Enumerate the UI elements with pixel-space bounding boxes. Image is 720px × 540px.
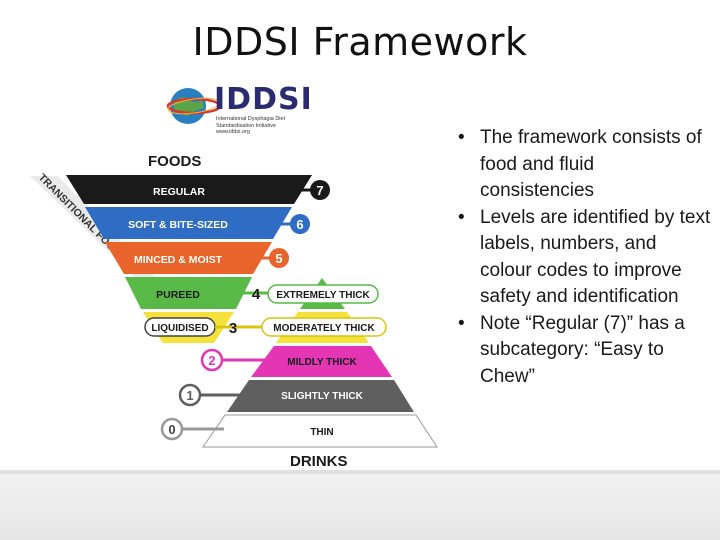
iddsi-diagram: FOODS TRANSITIONAL FOODS REGULAR SOFT & … [30,153,438,470]
food-tier-soft-bite-sized [85,207,292,239]
badge-6-number: 6 [296,217,303,232]
food-label-pureed: PUREED [156,289,200,301]
badge-4-number: 4 [252,286,261,303]
badge-7 [310,180,330,200]
drink-label-extremely-thick: EXTREMELY THICK [276,290,370,301]
food-tier-minced-moist [105,242,272,274]
food-tier-regular [66,175,312,204]
logo-tagline: International Dysphagia Diet Standardisa… [216,116,306,136]
footer-bar [0,470,720,540]
food-label-regular: REGULAR [153,186,205,198]
logo-tagline-text: International Dysphagia Diet Standardisa… [216,116,286,129]
drink-label-mildly-thick: MILDLY THICK [287,357,357,368]
drink-label-thin: THIN [310,427,333,438]
badge-0 [160,417,184,441]
badge-6 [290,214,310,234]
drinks-heading: DRINKS [290,453,348,470]
drink-label-slightly-thick: SLIGHTLY THICK [281,391,363,402]
badge-1-number: 1 [186,388,193,403]
logo-url: www.iddsi.org [216,129,250,135]
badge-5-number: 5 [275,251,282,266]
food-label-soft-bite-sized: SOFT & BITE-SIZED [128,219,228,231]
bullet-item: Levels are identified by text labels, nu… [452,205,712,311]
badge-2-number: 2 [208,353,215,368]
bullet-item: The framework consists of food and fluid… [452,125,712,205]
slide-title: IDDSI Framework [192,20,528,64]
globe-icon [166,88,220,124]
drink-tier-slightly-thick [227,380,414,412]
iddsi-logo: IDDSI International Dysphagia Diet Stand… [164,80,312,136]
logo-wordmark: IDDSI [214,82,313,117]
food-label-liquidised: LIQUIDISED [151,323,208,334]
food-tier-pureed [125,277,252,309]
badge-0-number: 0 [168,422,175,437]
footer-divider [0,470,720,474]
drink-tier-thin [202,414,438,448]
badge-5 [269,248,289,268]
badge-2 [200,348,224,372]
badge-1 [178,383,202,407]
drink-tier-mildly-thick [251,346,392,377]
badge-3-number: 3 [229,320,237,337]
bullet-list: The framework consists of food and fluid… [452,125,712,390]
foods-heading: FOODS [148,153,201,170]
drink-label-moderately-thick: MODERATELY THICK [273,323,375,334]
bullet-item: Note “Regular (7)” has a subcategory: “E… [452,311,712,391]
badge-7-number: 7 [316,183,323,198]
food-label-minced-moist: MINCED & MOIST [134,254,223,266]
